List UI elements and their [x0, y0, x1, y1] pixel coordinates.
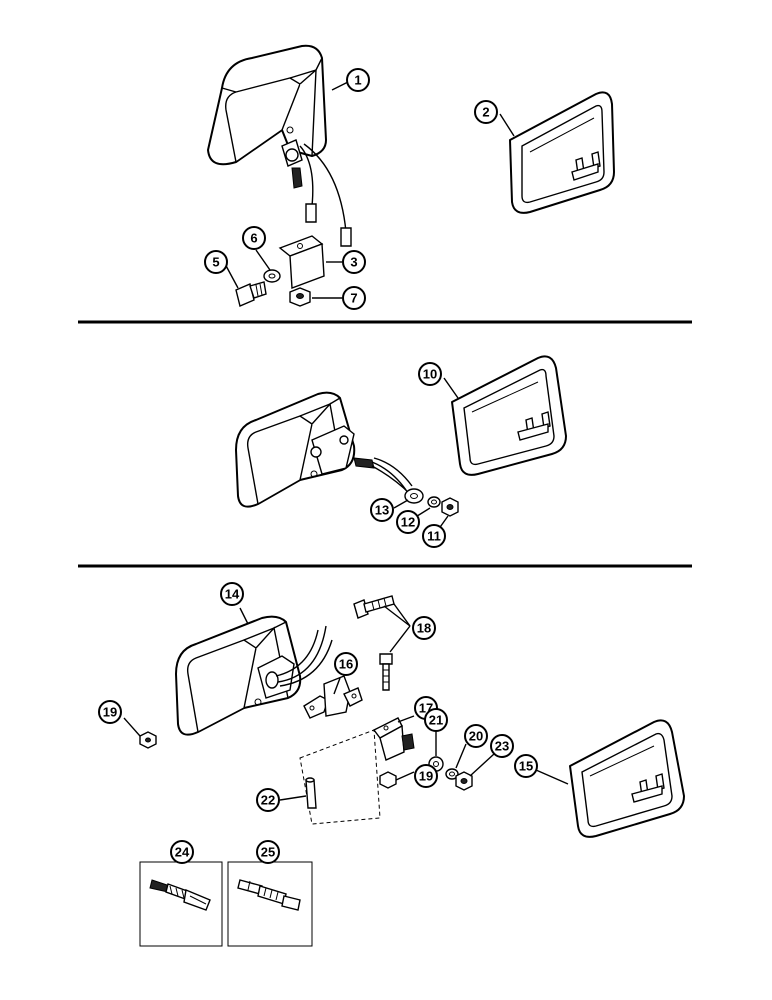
callout-15-label: 15 — [519, 759, 533, 774]
section-1 — [207, 44, 615, 307]
callout-10: 10 — [418, 362, 442, 386]
callout-5-label: 5 — [212, 255, 219, 270]
callout-5: 5 — [204, 250, 228, 274]
washer-6 — [263, 269, 281, 283]
bolt-18-upper — [353, 595, 395, 619]
callout-7: 7 — [342, 286, 366, 310]
callout-13-label: 13 — [375, 503, 389, 518]
lens-2 — [509, 91, 615, 214]
lamp-housing-1 — [207, 44, 352, 247]
lockwasher-20 — [445, 768, 459, 780]
callout-16-label: 16 — [339, 657, 353, 672]
callout-20-label: 20 — [469, 729, 483, 744]
nut-19-lower — [379, 771, 397, 789]
callout-25: 25 — [256, 840, 280, 864]
terminal-25-box — [227, 861, 313, 947]
nut-7 — [289, 287, 311, 307]
section-3 — [123, 595, 685, 947]
callout-22-label: 22 — [261, 793, 275, 808]
callout-24: 24 — [170, 840, 194, 864]
callout-25-label: 25 — [261, 845, 275, 860]
callout-20: 20 — [464, 724, 488, 748]
lens-10 — [451, 355, 567, 476]
callout-19-lower: 19 — [414, 764, 438, 788]
pin-22-guide — [299, 729, 381, 825]
callout-6: 6 — [242, 226, 266, 250]
callout-23-label: 23 — [495, 739, 509, 754]
callout-19-lower-label: 19 — [419, 769, 433, 784]
washer-13 — [404, 488, 424, 504]
bolt-18-lower — [379, 653, 393, 691]
callout-23: 23 — [490, 734, 514, 758]
callout-15: 15 — [514, 754, 538, 778]
terminal-24-box — [139, 861, 223, 947]
callout-10-label: 10 — [423, 367, 437, 382]
callout-12: 12 — [396, 510, 420, 534]
callout-21: 21 — [424, 708, 448, 732]
callout-3-label: 3 — [350, 255, 357, 270]
lens-15 — [569, 719, 685, 838]
bracket-17 — [372, 717, 415, 761]
callout-2-label: 2 — [482, 105, 489, 120]
nut-23 — [455, 771, 473, 791]
callout-19-left: 19 — [98, 700, 122, 724]
callout-24-label: 24 — [175, 845, 190, 860]
callout-2: 2 — [474, 100, 498, 124]
callout-7-label: 7 — [350, 291, 357, 306]
callout-1: 1 — [346, 68, 370, 92]
section-2 — [235, 355, 567, 531]
callout-18-label: 18 — [417, 621, 431, 636]
callout-11-label: 11 — [427, 529, 441, 544]
callout-12-label: 12 — [401, 515, 415, 530]
callout-11: 11 — [422, 524, 446, 548]
lockwasher-12 — [427, 496, 441, 508]
lamp-housing-14 — [175, 615, 333, 736]
callout-21-label: 21 — [429, 713, 443, 728]
pin-22 — [305, 777, 317, 809]
callout-1-label: 1 — [354, 73, 361, 88]
callout-13: 13 — [370, 498, 394, 522]
callout-14-label: 14 — [225, 587, 240, 602]
callout-19-left-label: 19 — [103, 705, 117, 720]
callout-16: 16 — [334, 652, 358, 676]
callout-18: 18 — [412, 616, 436, 640]
bracket-16 — [303, 675, 363, 719]
bracket-3 — [278, 235, 325, 289]
callout-6-label: 6 — [250, 231, 257, 246]
nut-19-left — [139, 731, 157, 749]
callout-14: 14 — [220, 582, 244, 606]
nut-11 — [441, 497, 459, 517]
callout-3: 3 — [342, 250, 366, 274]
callout-22: 22 — [256, 788, 280, 812]
lamp-housing-2 — [235, 391, 413, 508]
bolt-5 — [235, 281, 267, 307]
